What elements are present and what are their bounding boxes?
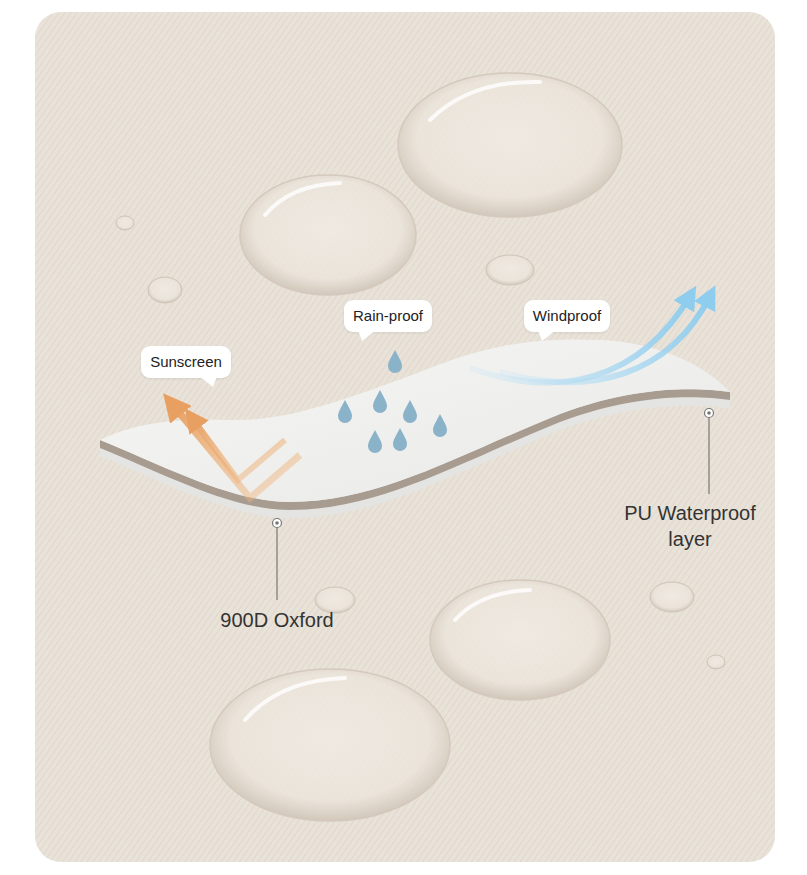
fabric-background (35, 12, 775, 862)
wind-arrows (470, 296, 710, 382)
layer-label: PU Waterproof layer (610, 500, 770, 552)
bubble-text: Sunscreen (150, 352, 222, 372)
layer-label: 900D Oxford (197, 607, 357, 633)
speech-bubble: Rain-proof (344, 300, 432, 332)
bubble-tail (538, 330, 558, 342)
bubble-tail (199, 376, 219, 388)
speech-bubble: Sunscreen (141, 346, 231, 378)
speech-bubble: Windproof (524, 300, 610, 332)
bubble-tail (358, 330, 378, 342)
bubble-text: Rain-proof (353, 306, 423, 326)
rain-drops (338, 350, 447, 453)
sunscreen-arrows (172, 404, 300, 498)
bubble-text: Windproof (533, 306, 601, 326)
